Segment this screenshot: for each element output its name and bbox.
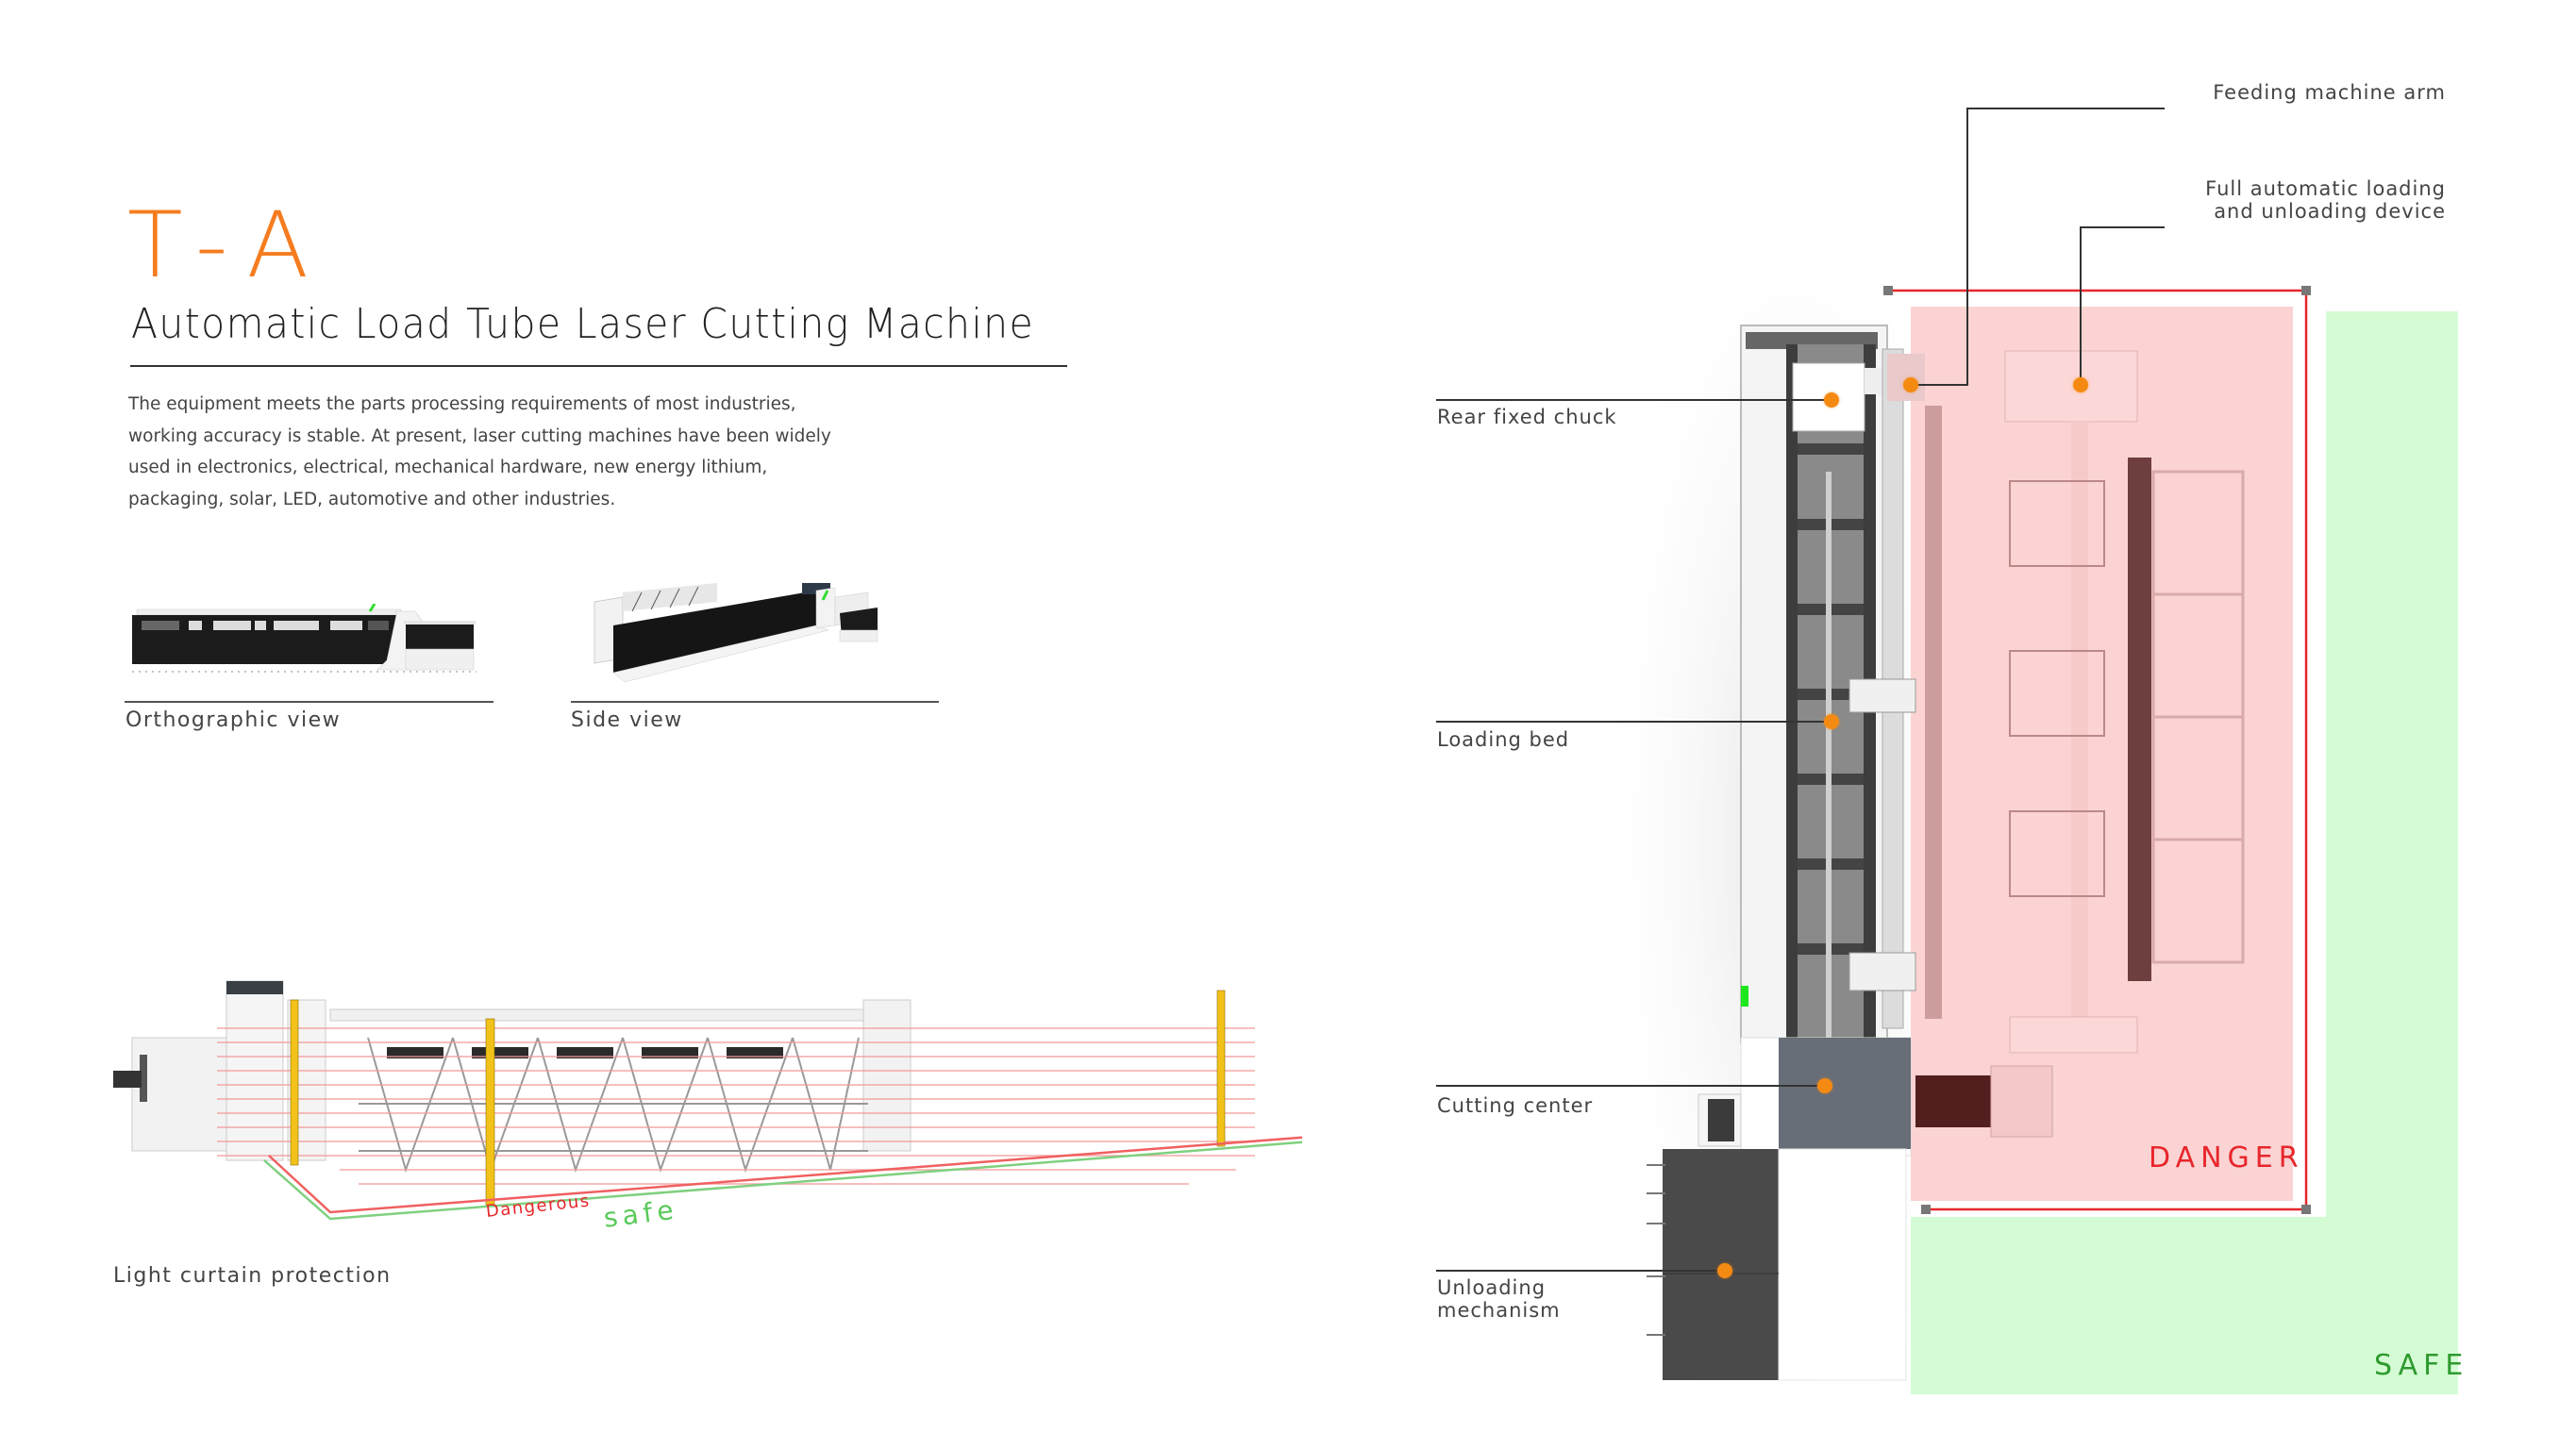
feeding-arm-marker[interactable] (1903, 377, 1918, 392)
danger-zone (1911, 307, 2293, 1201)
loading-device-label-line: Full automatic loading (2205, 177, 2446, 200)
title-divider (130, 365, 1067, 367)
feeding-arm-leader-vertical (1966, 108, 1968, 385)
orthographic-view-image (132, 604, 481, 679)
feeding-arm-label: Feeding machine arm (2213, 81, 2446, 104)
cutting-center-leader (1436, 1085, 1823, 1087)
side-view-label: Side view (571, 708, 683, 732)
description-line: working accuracy is stable. At present, … (128, 425, 831, 446)
feeding-arm-leader-end (1914, 384, 1968, 386)
loading-bed-label: Loading bed (1437, 728, 1570, 751)
unloading-leader (1436, 1270, 1723, 1272)
cutting-center-marker[interactable] (1817, 1078, 1832, 1093)
safe-zone-label-diagram: SAFE (2374, 1349, 2469, 1382)
feeding-arm-leader (1966, 108, 2165, 109)
cutting-center-label: Cutting center (1437, 1094, 1594, 1117)
orthographic-view-label: Orthographic view (125, 708, 342, 732)
loading-device-label: Full automatic loading and unloading dev… (2205, 177, 2446, 223)
product-title: Automatic Load Tube Laser Cutting Machin… (131, 300, 1035, 348)
model-code: T-A (127, 192, 330, 298)
light-curtain-image: Dangerous safe (57, 962, 1302, 1245)
side-view-divider (571, 701, 939, 703)
safe-zone (2326, 311, 2458, 1394)
rear-chuck-label: Rear fixed chuck (1437, 406, 1617, 428)
side-view-image (585, 574, 915, 691)
rear-chuck-leader (1436, 399, 1831, 401)
description-line: packaging, solar, LED, automotive and ot… (128, 489, 616, 509)
loading-bed-marker[interactable] (1824, 714, 1839, 729)
unloading-label: Unloading mechanism (1437, 1276, 1561, 1322)
light-curtain-caption: Light curtain protection (113, 1264, 392, 1288)
danger-zone-label: DANGER (2149, 1141, 2304, 1174)
description-line: used in electronics, electrical, mechani… (128, 458, 768, 477)
unloading-marker[interactable] (1717, 1263, 1732, 1278)
loading-device-marker[interactable] (2073, 377, 2088, 392)
loading-bed-leader (1436, 721, 1831, 723)
layout-diagram: DANGER SAFE Feeding machine arm Full aut… (1436, 75, 2576, 1449)
product-description: The equipment meets the parts processing… (128, 389, 864, 515)
loading-device-leader-vertical (2080, 226, 2082, 384)
loading-device-leader (2080, 226, 2165, 228)
rear-chuck-marker[interactable] (1824, 392, 1839, 408)
unloading-label-line: mechanism (1437, 1299, 1561, 1322)
description-line: The equipment meets the parts processing… (128, 394, 796, 414)
loading-device-label-line: and unloading device (2214, 200, 2446, 223)
orthographic-view-divider (125, 701, 493, 703)
safe-zone-bottom (1911, 1217, 2458, 1394)
unloading-label-line: Unloading (1437, 1276, 1547, 1299)
